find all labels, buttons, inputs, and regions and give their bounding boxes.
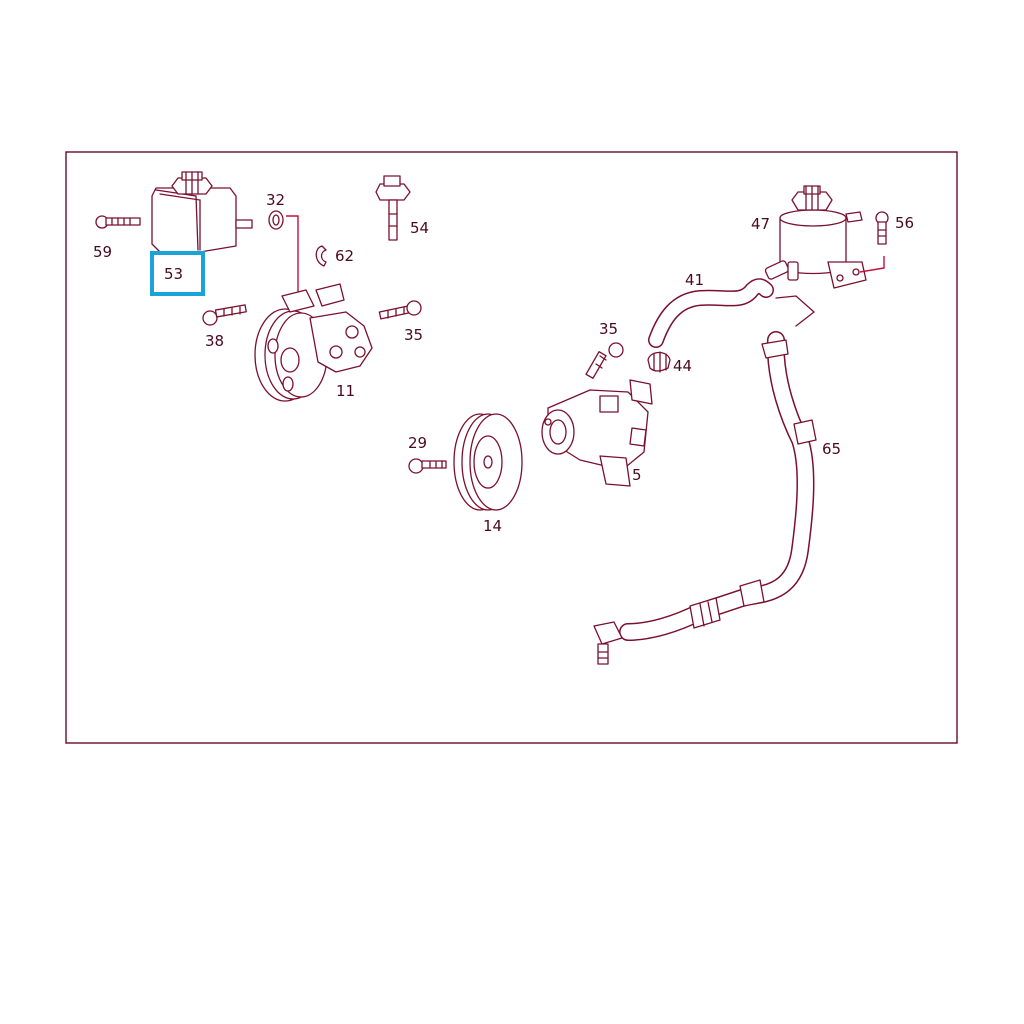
pump-5[interactable] [541, 379, 653, 487]
leader-32 [286, 215, 299, 296]
reservoir-47[interactable] [764, 185, 867, 289]
bolt-35-upper[interactable] [378, 300, 422, 320]
cap-54[interactable] [375, 175, 411, 241]
hose-41[interactable] [648, 278, 774, 348]
bolt-38[interactable] [202, 304, 247, 326]
callout-47[interactable]: 47 [751, 215, 770, 233]
callout-44[interactable]: 44 [673, 357, 692, 375]
clip-62[interactable] [315, 245, 327, 267]
callout-62[interactable]: 62 [335, 247, 354, 265]
diagram-frame [65, 151, 958, 744]
callout-35-upper[interactable]: 35 [404, 326, 423, 344]
callout-32[interactable]: 32 [266, 191, 285, 209]
leader-56 [859, 256, 885, 273]
pump-assembly-11[interactable] [254, 283, 373, 402]
callout-35-lower[interactable]: 35 [599, 320, 618, 338]
callout-41[interactable]: 41 [685, 271, 704, 289]
leader-65 [775, 295, 816, 327]
callout-5[interactable]: 5 [632, 466, 642, 484]
callout-14[interactable]: 14 [483, 517, 502, 535]
clamp-44[interactable] [647, 351, 671, 373]
reservoir-53[interactable] [151, 171, 253, 253]
highlight-box-53 [150, 251, 205, 296]
callout-29[interactable]: 29 [408, 434, 427, 452]
seal-32[interactable] [268, 210, 284, 230]
bolt-29[interactable] [408, 458, 447, 474]
callout-38[interactable]: 38 [205, 332, 224, 350]
bolt-56[interactable] [875, 211, 889, 245]
callout-53[interactable]: 53 [164, 265, 183, 283]
hose-65[interactable] [593, 331, 817, 665]
callout-65[interactable]: 65 [822, 440, 841, 458]
callout-11[interactable]: 11 [336, 382, 355, 400]
callout-56[interactable]: 56 [895, 214, 914, 232]
pulley-14[interactable] [453, 413, 523, 511]
callout-54[interactable]: 54 [410, 219, 429, 237]
bolt-35-lower[interactable] [585, 342, 624, 379]
bolt-59[interactable] [95, 215, 141, 229]
callout-59[interactable]: 59 [93, 243, 112, 261]
